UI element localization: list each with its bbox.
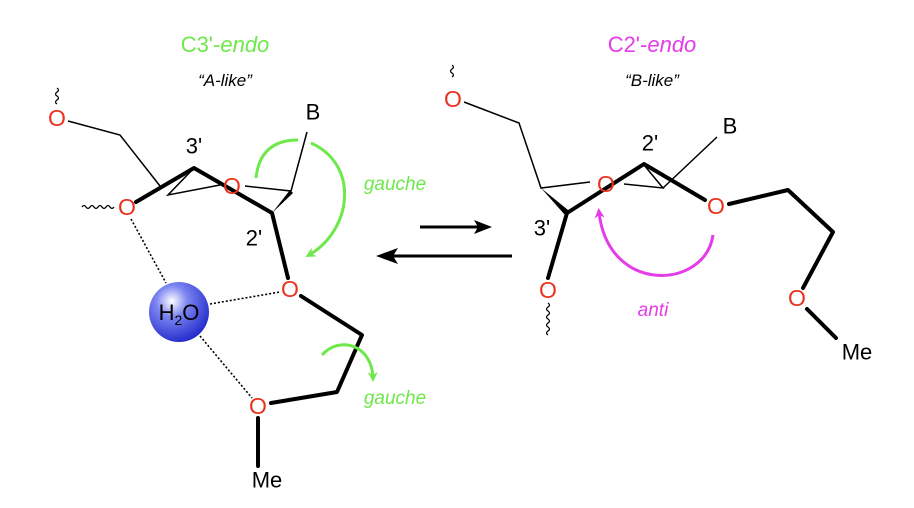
- ring-thick-bonds: [546, 162, 707, 280]
- label-3prime: 3': [534, 216, 550, 241]
- c5-bond: [67, 120, 161, 187]
- base-label: B: [306, 100, 321, 125]
- methyl-label: Me: [252, 468, 283, 493]
- wavy-bond: [449, 64, 455, 78]
- hbond: [199, 335, 253, 399]
- wedge-bond: [541, 188, 568, 215]
- gauche-arrow-ring: [254, 138, 299, 179]
- oxygen-methoxy: O: [788, 285, 806, 311]
- oxygen-methoxy: O: [249, 393, 267, 419]
- c2-endo-title: C2'-endo: [608, 32, 697, 57]
- anti-label: anti: [638, 300, 669, 321]
- oxygen-ring: O: [597, 171, 615, 197]
- c5-bond: [463, 101, 591, 189]
- moe-chain: [727, 188, 835, 290]
- svg-text:H2O: H2O: [159, 300, 200, 328]
- c3-endo-structure: C3'-endo “A-like” O O O O O 3' 2' B Me H…: [48, 32, 426, 493]
- hbond: [209, 291, 281, 305]
- gauche-arrow-chain: [320, 343, 378, 382]
- label-2prime: 2': [642, 131, 658, 156]
- label-3prime: 3': [186, 134, 202, 159]
- wavy-bond: [545, 302, 551, 336]
- ring-back-bond: [165, 167, 221, 197]
- oxygen-5prime: O: [48, 105, 66, 131]
- oxygen-ring: O: [223, 173, 241, 199]
- oxygen-3prime: O: [118, 194, 136, 220]
- wavy-bond: [81, 204, 115, 210]
- oxygen-3prime: O: [539, 277, 557, 303]
- c2-endo-structure: C2'-endo “B-like” O O O O O 3' 2' B Me a…: [444, 32, 872, 365]
- gauche-label-ring: gauche: [364, 174, 426, 195]
- anti-arrow: [594, 208, 715, 277]
- oxygen-2prime: O: [707, 193, 725, 219]
- gauche-label-chain: gauche: [364, 388, 426, 409]
- gauche-arrow-ring-head: [305, 141, 347, 258]
- equilibrium-arrows: [376, 220, 512, 264]
- wavy-bond: [54, 87, 60, 105]
- hbond: [130, 218, 167, 284]
- b-like-subtitle: “B-like”: [625, 71, 680, 90]
- water-molecule: H2O: [149, 282, 209, 342]
- ring-thick-bonds: [134, 166, 290, 280]
- base-label: B: [723, 114, 738, 139]
- methyl-label: Me: [842, 340, 873, 365]
- a-like-subtitle: “A-like”: [198, 71, 253, 90]
- methyl-bond: [805, 307, 838, 340]
- wedge-bond: [272, 190, 293, 213]
- oxygen-5prime: O: [444, 86, 462, 112]
- oxygen-2prime: O: [281, 276, 299, 302]
- moe-chain: [269, 294, 364, 405]
- ring-back-bond: [623, 164, 665, 189]
- label-2prime: 2': [246, 226, 262, 251]
- c3-endo-title: C3'-endo: [181, 32, 270, 57]
